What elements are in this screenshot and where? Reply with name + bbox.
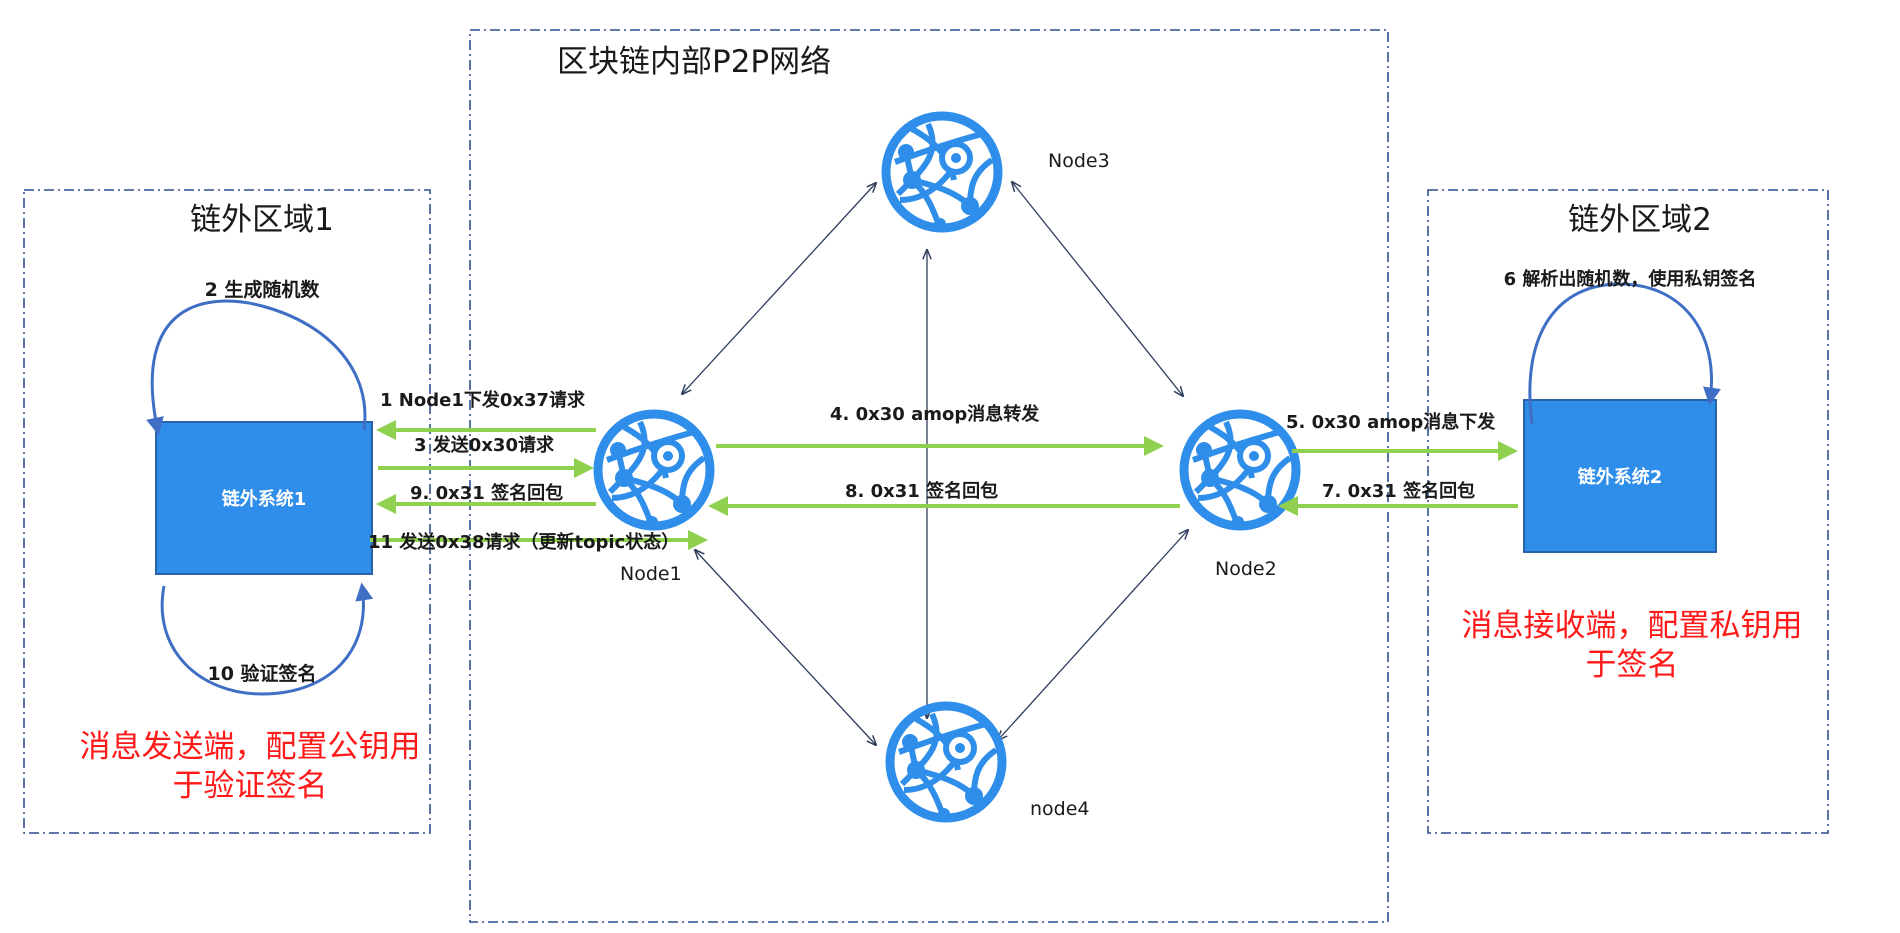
- step7-label: 7. 0x31 签名回包: [1322, 480, 1475, 502]
- node1-label: Node1: [620, 563, 682, 585]
- system1-box: [155, 421, 373, 575]
- node1-globe-icon: [598, 414, 710, 528]
- step6-label: 6 解析出随机数，使用私钥签名: [1504, 268, 1757, 290]
- step11-label: 11 发送0x38请求（更新topic状态）: [368, 531, 679, 553]
- region-center-border: [469, 29, 1389, 923]
- region-center-title: 区块链内部P2P网络: [557, 44, 831, 80]
- link-node2-node4: [998, 530, 1188, 740]
- region-right-border: [1427, 189, 1829, 834]
- region-left-border: [23, 189, 431, 834]
- node3-globe-icon: [886, 116, 998, 230]
- system1-label: 链外系统1: [222, 488, 307, 510]
- system2-box: [1523, 399, 1717, 553]
- sender-note-line2: 于验证签名: [173, 768, 328, 804]
- link-node3-node2: [1012, 182, 1183, 396]
- loop-step6: [1528, 282, 1721, 425]
- node3-label: Node3: [1048, 150, 1110, 172]
- step1-label: 1 Node1下发0x37请求: [380, 389, 586, 411]
- region-right-title: 链外区域2: [1568, 202, 1712, 238]
- step8-label: 8. 0x31 签名回包: [845, 480, 998, 502]
- step9-label: 9. 0x31 签名回包: [410, 482, 563, 504]
- sender-note-line1: 消息发送端，配置公钥用: [80, 729, 421, 765]
- node2-label: Node2: [1215, 558, 1277, 580]
- node4-label: node4: [1030, 798, 1090, 820]
- step4-label: 4. 0x30 amop消息转发: [830, 403, 1040, 425]
- step10-label: 10 验证签名: [207, 662, 316, 685]
- step2-label: 2 生成随机数: [205, 278, 321, 301]
- loop-step10: [160, 582, 374, 696]
- node2-globe-icon: [1184, 414, 1296, 528]
- step5-label: 5. 0x30 amop消息下发: [1286, 411, 1496, 433]
- receiver-note-line2: 于签名: [1586, 647, 1679, 683]
- link-node1-node4: [695, 550, 876, 745]
- receiver-note-line1: 消息接收端，配置私钥用: [1462, 608, 1803, 644]
- loop-step2: [146, 299, 367, 436]
- region-left-title: 链外区域1: [190, 202, 334, 238]
- link-node1-node3: [682, 183, 876, 394]
- step3-label: 3 发送0x30请求: [414, 434, 555, 456]
- system2-label: 链外系统2: [1578, 466, 1663, 488]
- node4-globe-icon: [890, 706, 1002, 820]
